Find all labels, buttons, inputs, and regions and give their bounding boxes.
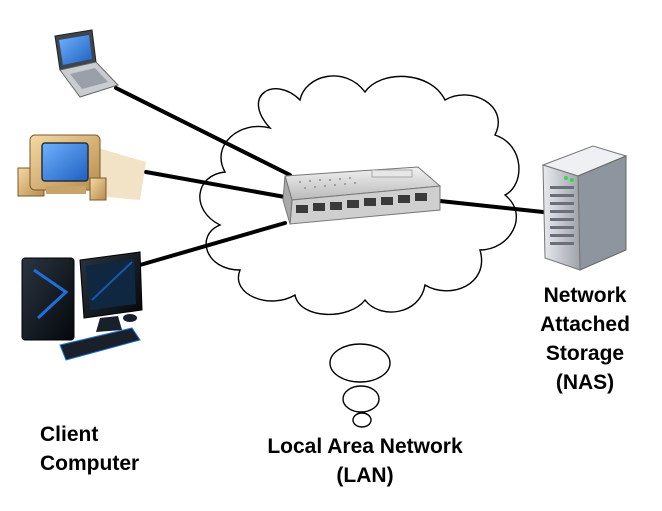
cloud-shape — [199, 75, 520, 428]
cable-nas — [438, 199, 545, 214]
network-cables — [114, 86, 545, 267]
network-switch-icon — [282, 166, 442, 225]
lan-label-line: (LAN) — [336, 464, 394, 487]
client-computer-label: Client Computer — [40, 420, 139, 478]
cable-desktop — [138, 221, 287, 267]
nas-server-icon — [541, 145, 628, 271]
nas-label: Network Attached Storage (NAS) — [510, 281, 660, 397]
cable-crt — [144, 170, 287, 199]
lan-label: Local Area Network (LAN) — [240, 432, 490, 490]
lan-label-line: Local Area Network — [267, 435, 463, 458]
desktop-computer-icon — [21, 251, 143, 361]
nas-label-line: (NAS) — [555, 371, 615, 394]
client-label-line: Computer — [40, 452, 140, 475]
crt-computer-icon — [17, 134, 146, 201]
laptop-icon — [54, 29, 119, 98]
client-label-line: Client — [40, 423, 99, 446]
cable-laptop — [114, 86, 292, 177]
nas-label-line: Network — [543, 284, 627, 307]
nas-label-line: Attached — [540, 313, 630, 336]
nas-label-line: Storage — [545, 342, 625, 365]
